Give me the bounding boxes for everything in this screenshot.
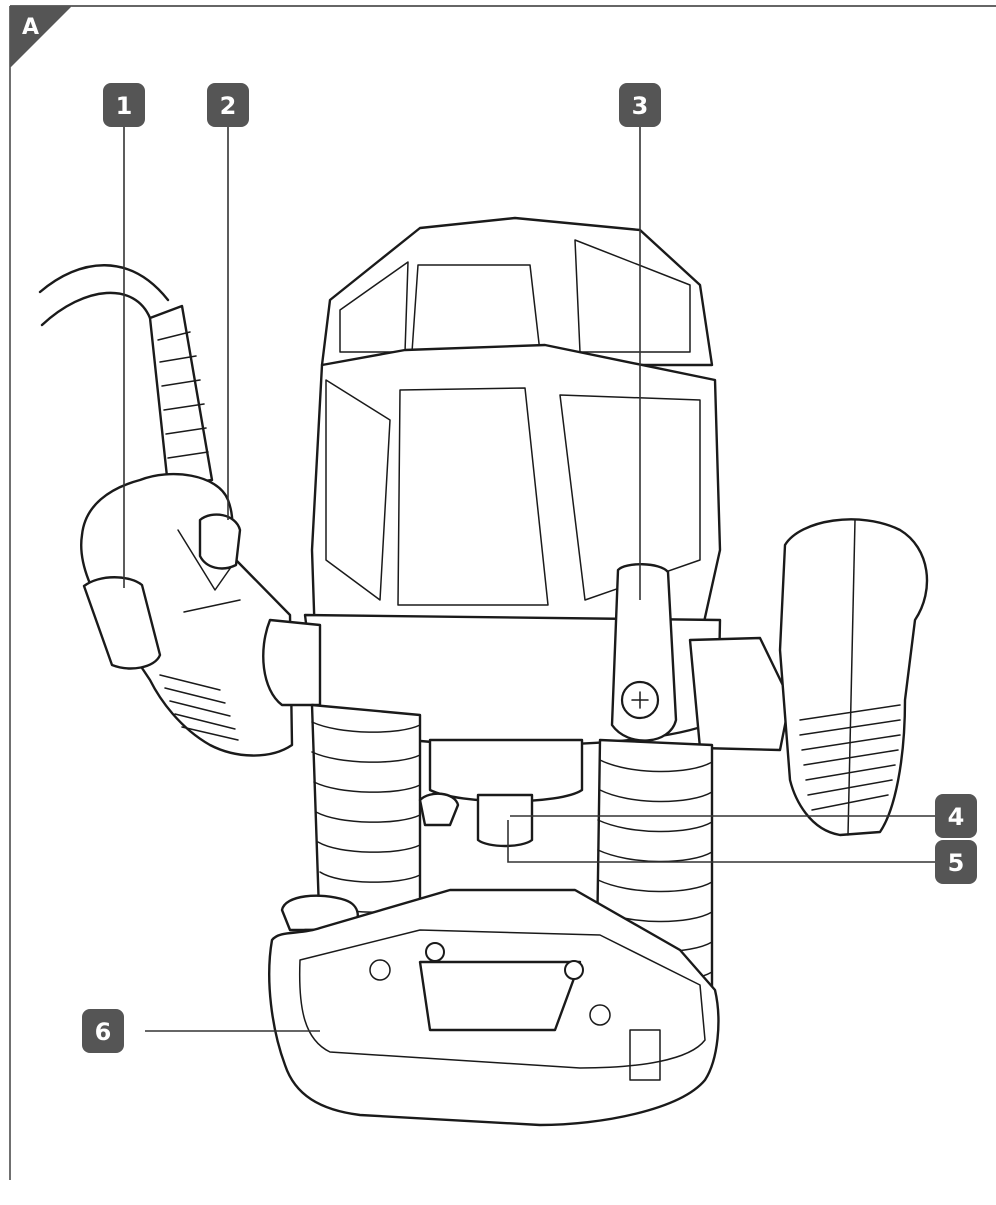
callout-3: 3	[619, 83, 661, 127]
callout-6-label: 6	[95, 1018, 112, 1046]
callout-1: 1	[103, 83, 145, 127]
callout-2: 2	[207, 83, 249, 127]
corner-label-text: A	[22, 15, 39, 40]
leader-lines	[123, 127, 935, 1032]
collet-assembly	[428, 738, 584, 848]
callout-5-label: 5	[948, 849, 965, 877]
power-cable	[38, 264, 214, 488]
callout-4-label: 4	[948, 803, 965, 831]
router-illustration	[38, 216, 929, 1127]
right-handle	[778, 518, 929, 837]
motor-housing	[262, 216, 792, 752]
base-plate	[268, 888, 720, 1127]
callout-badges: 1 2 3 4 5 6	[82, 83, 977, 1053]
left-handle	[80, 472, 294, 757]
corner-label: A	[10, 6, 72, 68]
callout-6: 6	[82, 1009, 124, 1053]
callout-3-label: 3	[632, 92, 649, 120]
callout-5: 5	[935, 840, 977, 884]
callout-2-label: 2	[220, 92, 237, 120]
leader-5	[507, 820, 935, 863]
callout-1-label: 1	[116, 92, 133, 120]
callout-4: 4	[935, 794, 977, 838]
figure-frame	[9, 5, 996, 1180]
depth-lock-lever	[610, 563, 678, 742]
